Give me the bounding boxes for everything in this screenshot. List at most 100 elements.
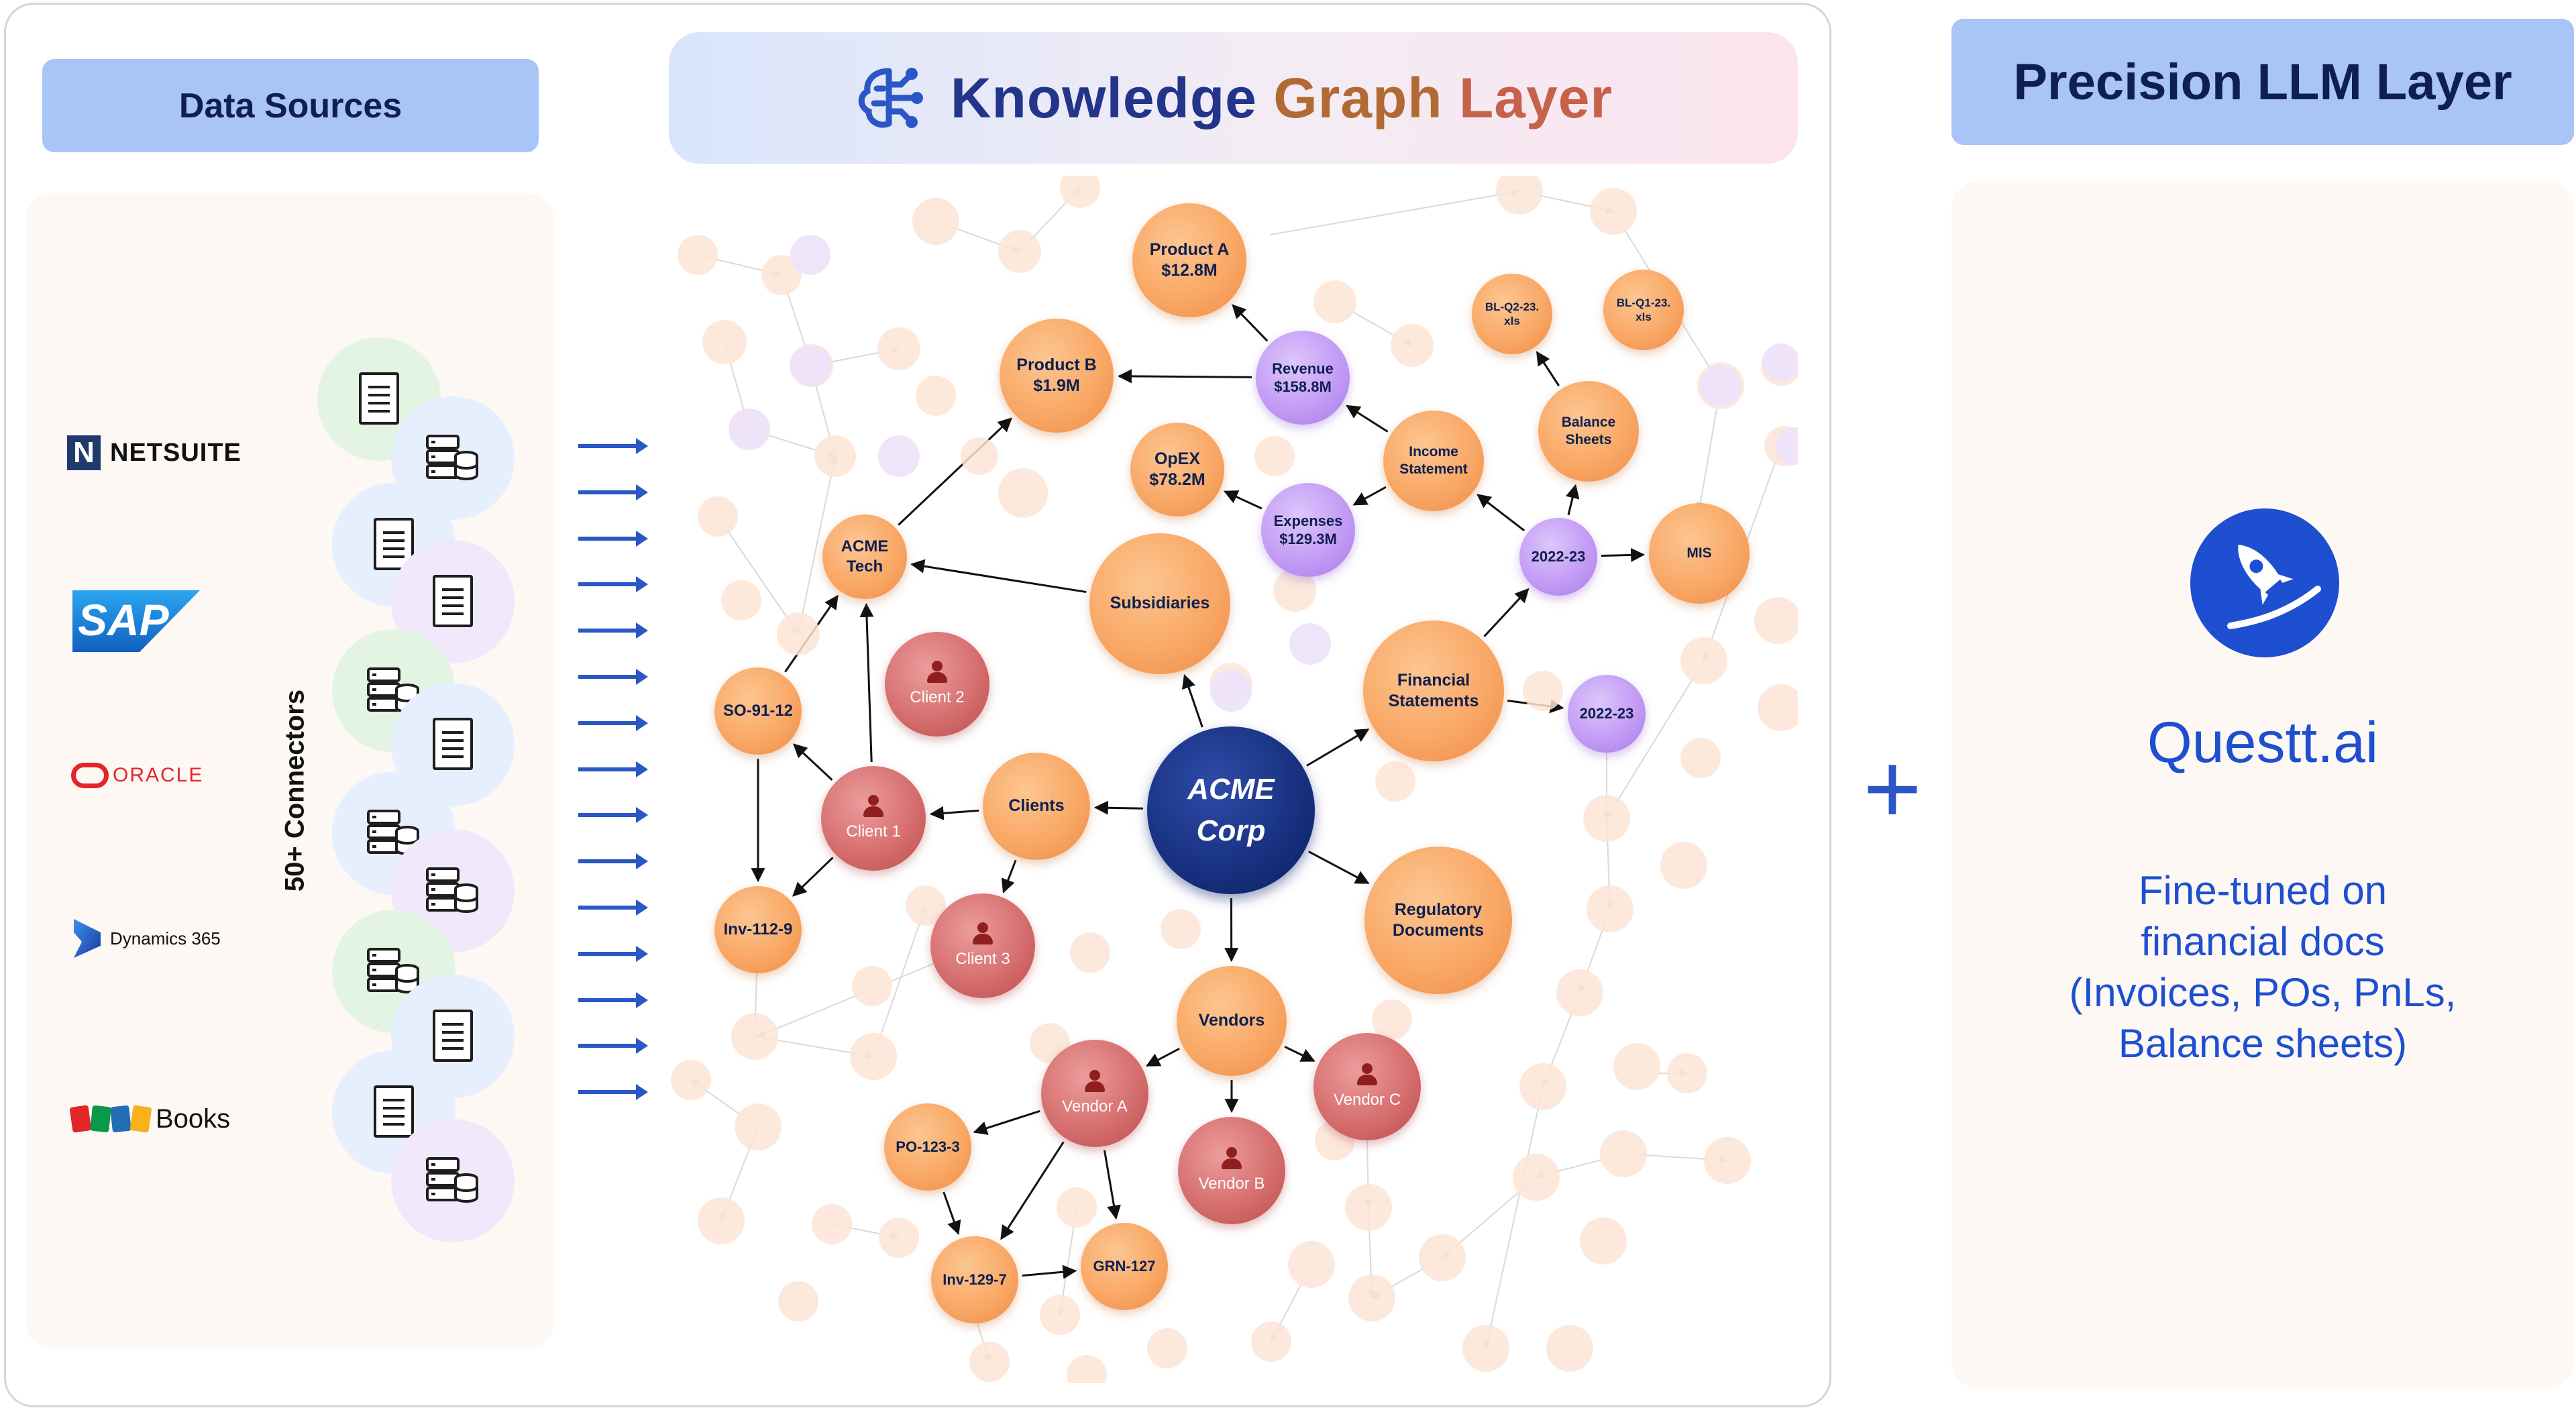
background-node: [1070, 932, 1110, 973]
background-node: [698, 496, 738, 537]
graph-edge-vendors-to-vendor_c: [1284, 1046, 1316, 1062]
node-clients[interactable]: Clients: [983, 753, 1090, 860]
zoho-letter-h-icon: [110, 1105, 131, 1133]
node-financial-statements[interactable]: Financial Statements: [1363, 620, 1504, 761]
background-edge: [1269, 188, 1521, 235]
background-edge: [717, 516, 799, 635]
node-income-statement[interactable]: Income Statement: [1383, 411, 1484, 511]
background-node: [879, 1217, 919, 1258]
node-vendor-b[interactable]: Vendor B: [1178, 1117, 1285, 1224]
graph-edge-income_statement-to-revenue: [1346, 404, 1389, 433]
node-vendors[interactable]: Vendors: [1177, 966, 1287, 1076]
oracle-ring-icon: [71, 763, 109, 788]
arrow-right-icon: [578, 576, 648, 593]
database-icon: [426, 435, 478, 480]
node-revenue[interactable]: Revenue $158.8M: [1256, 331, 1350, 425]
node-inv-129-7[interactable]: Inv-129-7: [931, 1236, 1018, 1323]
background-node: [678, 235, 718, 275]
background-node: [1667, 1053, 1707, 1093]
node-bl-q1[interactable]: BL-Q1-23. xls: [1603, 270, 1684, 350]
node-year-2022-23-a[interactable]: 2022-23: [1519, 518, 1597, 596]
node-label: Clients: [1008, 796, 1065, 816]
node-so-91-12[interactable]: SO-91-12: [714, 667, 802, 755]
node-vendor-a[interactable]: Vendor A: [1041, 1040, 1148, 1147]
node-opex[interactable]: OpEX $78.2M: [1130, 423, 1224, 517]
node-acme-tech[interactable]: ACME Tech: [822, 515, 907, 599]
node-label: Client 1: [846, 822, 901, 841]
background-node: [850, 1033, 897, 1080]
background-node: [698, 1197, 745, 1244]
node-product-a[interactable]: Product A $12.8M: [1132, 203, 1246, 317]
graph-edge-balance_sheets-to-bl_q2: [1536, 351, 1560, 386]
person-icon: [971, 922, 994, 945]
node-client-1[interactable]: Client 1: [821, 766, 926, 871]
background-node: [1210, 670, 1252, 712]
graph-edge-expenses-to-opex: [1223, 490, 1263, 510]
background-edge: [873, 904, 928, 1057]
llm-description-line-1: Fine-tuned on: [2138, 868, 2387, 913]
background-edge: [1606, 660, 1705, 820]
node-expenses[interactable]: Expenses $129.3M: [1261, 483, 1355, 577]
node-client-2[interactable]: Client 2: [885, 632, 989, 737]
dynamics-text: Dynamics 365: [110, 928, 221, 949]
node-product-b[interactable]: Product B $1.9M: [1000, 319, 1114, 433]
background-node: [814, 435, 856, 477]
zoho-books-logo: Books: [69, 1100, 230, 1138]
node-label: Client 3: [955, 950, 1010, 968]
node-label: GRN-127: [1093, 1258, 1156, 1275]
node-label: OpEX $78.2M: [1149, 449, 1205, 489]
zoho-letter-z-icon: [69, 1105, 92, 1133]
llm-description-line-4: Balance sheets): [2118, 1021, 2408, 1066]
background-node: [735, 1103, 782, 1150]
background-node: [702, 320, 747, 364]
node-grn-127[interactable]: GRN-127: [1081, 1223, 1168, 1310]
person-icon: [1083, 1070, 1106, 1093]
node-label: BL-Q2-23. xls: [1485, 300, 1540, 327]
background-node: [790, 345, 831, 386]
arrow-right-icon: [578, 484, 648, 500]
background-node: [1513, 1154, 1560, 1201]
node-subsidiaries[interactable]: Subsidiaries: [1089, 533, 1230, 674]
background-node: [1288, 1241, 1335, 1288]
document-icon: [433, 718, 473, 770]
dynamics-logo: Dynamics 365: [71, 918, 221, 959]
node-acme-corp[interactable]: ACME Corp: [1147, 726, 1315, 894]
node-year-2022-23-b[interactable]: 2022-23: [1568, 675, 1646, 753]
background-node: [1580, 1217, 1627, 1264]
node-client-3[interactable]: Client 3: [930, 893, 1035, 998]
background-node: [1556, 969, 1603, 1016]
data-sources-header: Data Sources: [42, 59, 539, 152]
plus-symbol: +: [1863, 732, 1922, 845]
background-node: [1040, 1295, 1080, 1335]
node-label: Subsidiaries: [1110, 594, 1210, 613]
person-icon: [926, 661, 949, 684]
node-inv-112-9[interactable]: Inv-112-9: [714, 886, 802, 973]
node-label: Vendors: [1198, 1011, 1265, 1030]
brain-network-icon: [858, 68, 923, 128]
llm-description-line-2: financial docs: [2141, 919, 2385, 964]
node-regulatory-documents[interactable]: Regulatory Documents: [1364, 847, 1512, 994]
arrow-right-icon: [578, 1084, 648, 1101]
node-po-123-3[interactable]: PO-123-3: [884, 1103, 971, 1191]
node-label: Product A $12.8M: [1149, 239, 1230, 280]
arrow-right-icon: [578, 991, 648, 1008]
llm-layer-header: Precision LLM Layer: [1951, 19, 2574, 145]
node-bl-q2[interactable]: BL-Q2-23. xls: [1472, 274, 1552, 354]
graph-edge-acme_corp-to-subsidiaries: [1181, 673, 1203, 728]
arrow-right-icon: [578, 807, 648, 824]
database-icon: [426, 867, 478, 913]
background-node: [1345, 1184, 1392, 1231]
node-mis[interactable]: MIS: [1649, 503, 1750, 604]
graph-edge-acme_corp-to-financial_statements: [1306, 728, 1370, 767]
zoho-letter-o-icon: [90, 1105, 111, 1133]
node-label: MIS: [1686, 545, 1712, 561]
zoho-letter-o2-icon: [129, 1105, 152, 1133]
graph-edge-year_2022_23_a-to-mis: [1601, 547, 1646, 562]
graph-edge-vendors-to-vendor_a: [1145, 1047, 1180, 1067]
background-node: [1583, 795, 1630, 842]
background-node: [1660, 842, 1707, 889]
background-edge: [1483, 1086, 1544, 1350]
node-vendor-c[interactable]: Vendor C: [1313, 1033, 1421, 1140]
node-label: Financial Statements: [1388, 670, 1479, 710]
node-balance-sheets[interactable]: Balance Sheets: [1538, 381, 1639, 482]
